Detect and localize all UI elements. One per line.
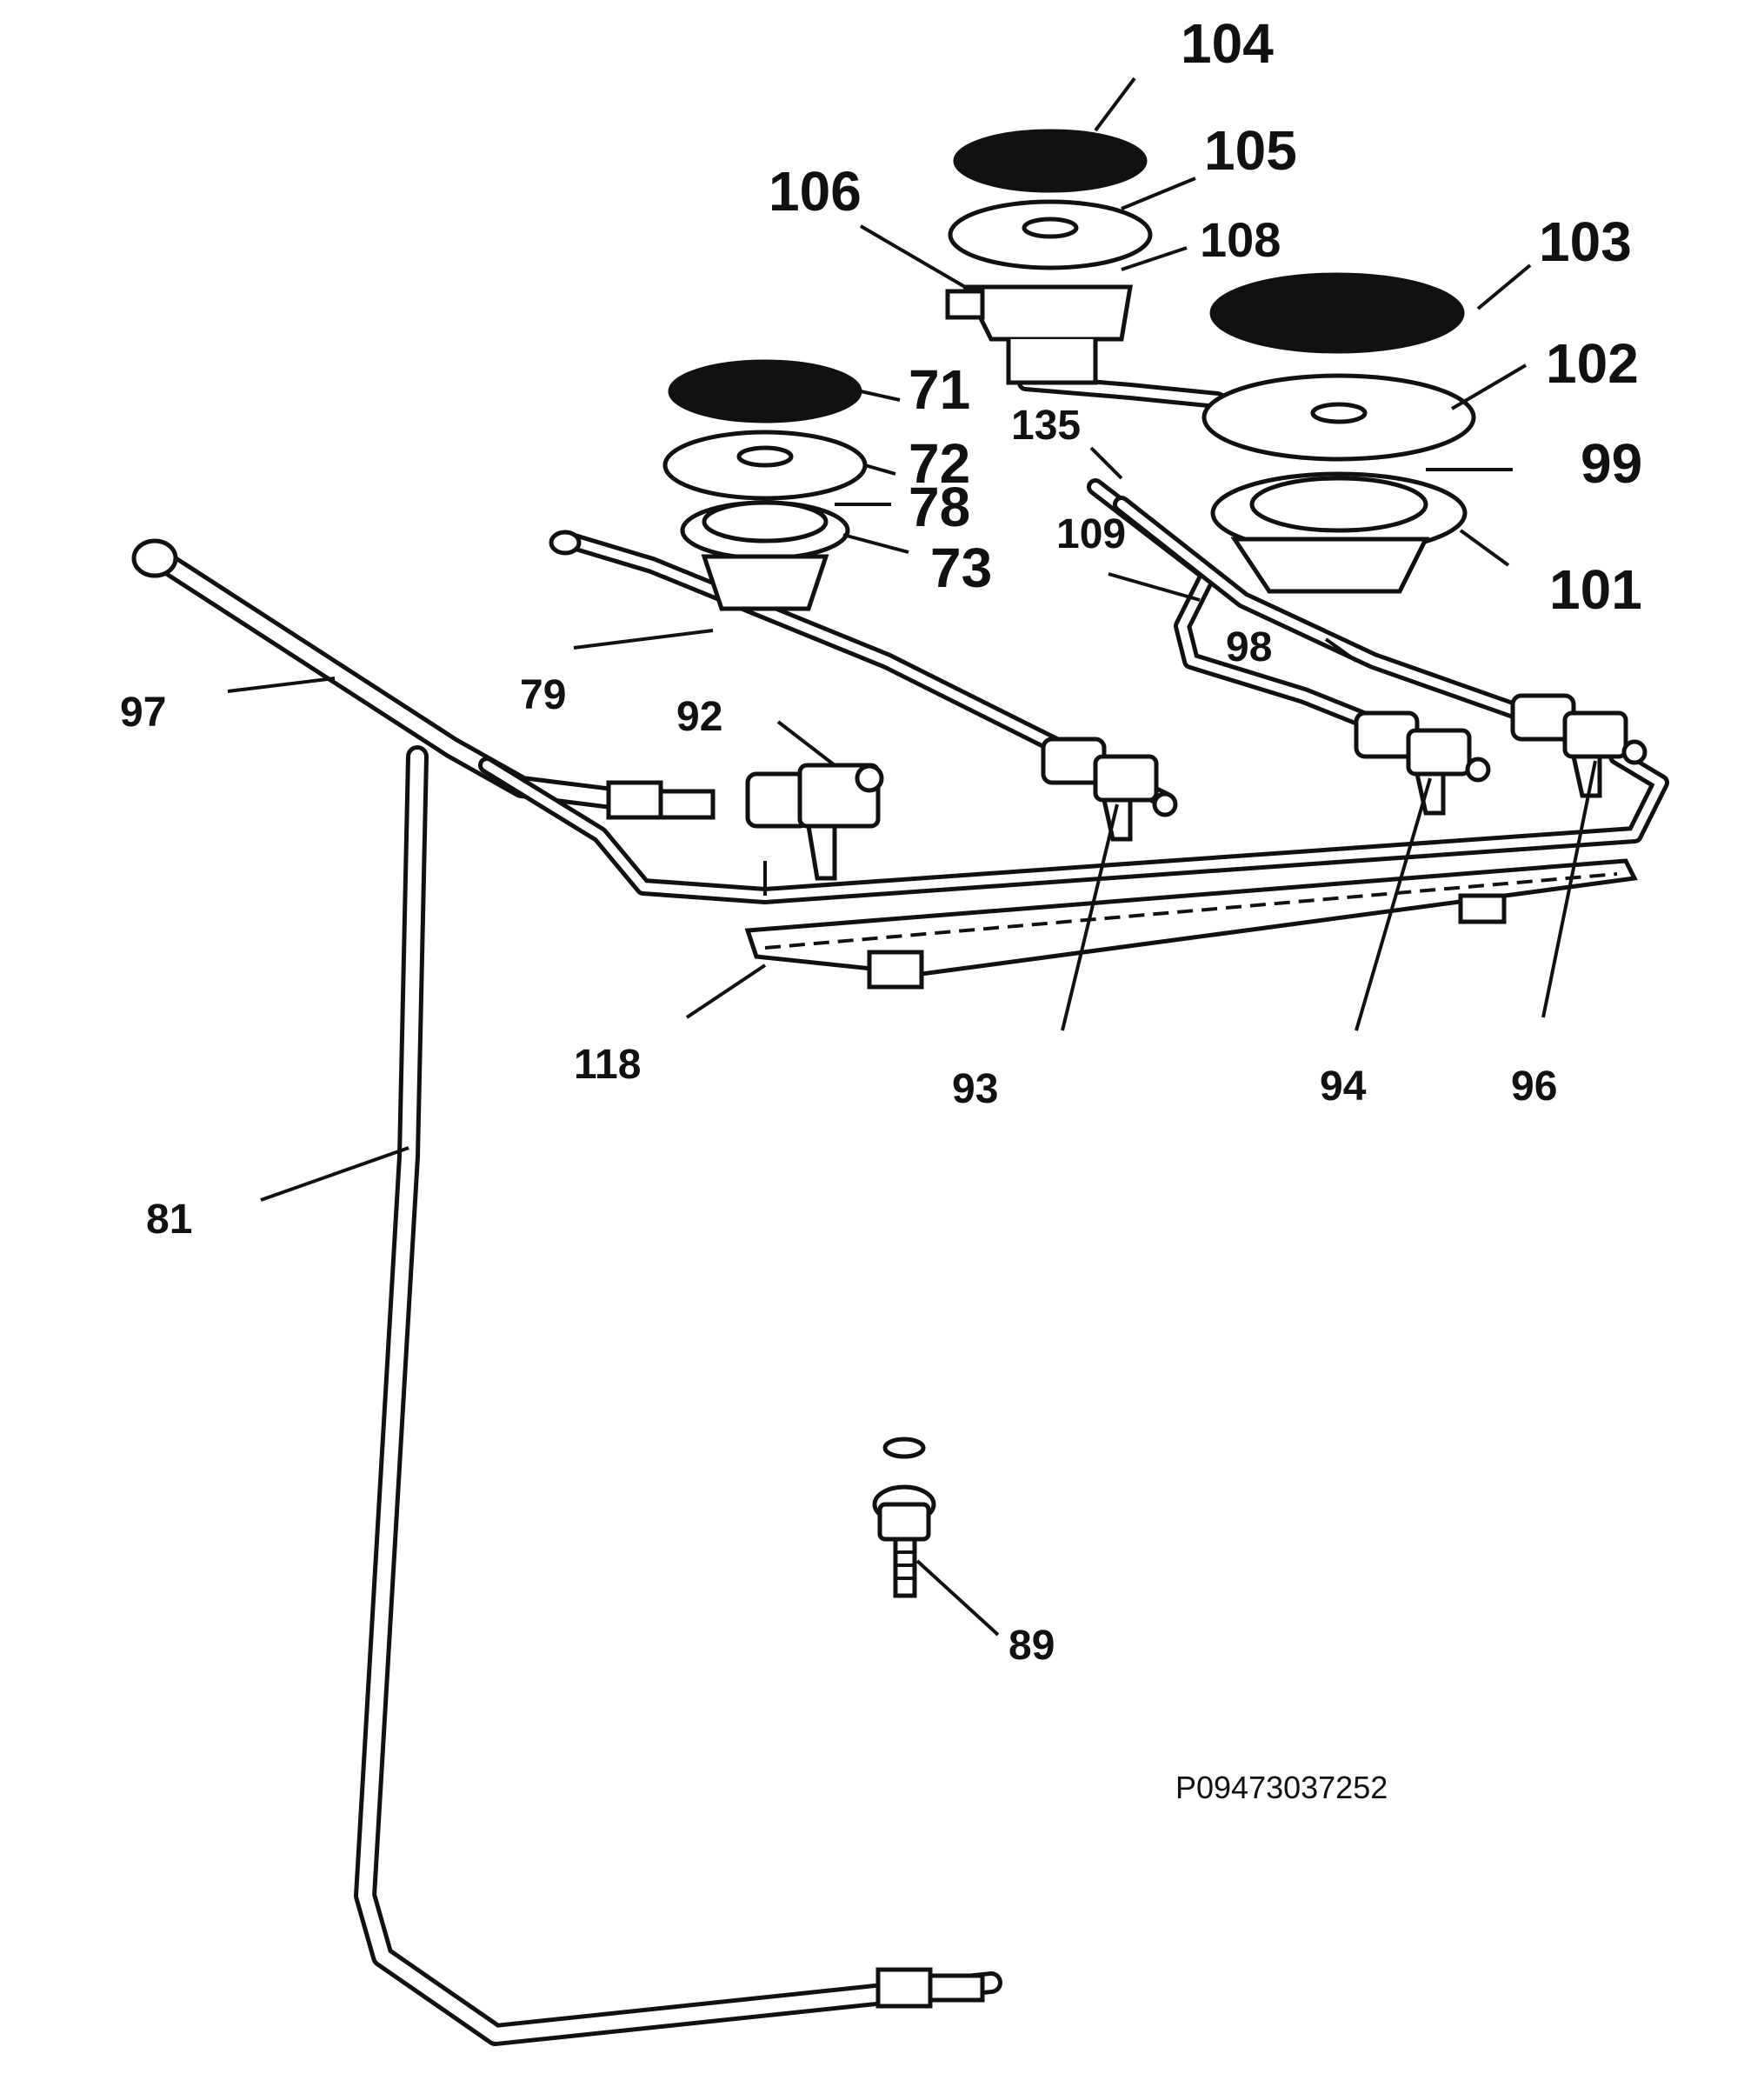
label-108: 108	[1200, 212, 1281, 267]
label-89: 89	[1008, 1623, 1055, 1669]
label-78: 78	[909, 476, 970, 538]
label-99: 99	[1581, 432, 1642, 495]
label-109: 109	[1056, 511, 1126, 557]
valve-92	[606, 763, 884, 881]
valve-94	[1354, 710, 1491, 816]
valve-96	[1510, 693, 1648, 798]
label-102: 102	[1546, 332, 1639, 395]
ignition-bar-118	[744, 858, 1638, 990]
label-92: 92	[676, 694, 722, 740]
label-106: 106	[769, 160, 862, 223]
label-118: 118	[574, 1042, 641, 1088]
manifold-assembly	[131, 339, 1669, 2046]
label-98: 98	[1226, 624, 1272, 670]
label-93: 93	[952, 1066, 998, 1112]
drawing-code: P09473037252	[1175, 1770, 1388, 1805]
label-96: 96	[1511, 1064, 1557, 1110]
label-103: 103	[1539, 210, 1632, 273]
label-81: 81	[146, 1197, 192, 1243]
burner-rear	[945, 129, 1153, 385]
leader-lines	[227, 77, 1597, 1637]
part-number-labels: 104 105 106 108 103 102 99 101 71 72 78 …	[120, 12, 1642, 1805]
label-135: 135	[1011, 403, 1081, 449]
label-101: 101	[1549, 558, 1642, 621]
label-94: 94	[1320, 1064, 1367, 1110]
label-71: 71	[909, 358, 970, 421]
burner-left	[662, 359, 868, 611]
burner-right	[1202, 272, 1476, 594]
label-72: 72	[909, 432, 970, 495]
label-79: 79	[520, 672, 566, 718]
label-105: 105	[1204, 119, 1297, 182]
label-97: 97	[120, 690, 166, 736]
label-104: 104	[1181, 12, 1274, 75]
valve-93	[1041, 737, 1178, 842]
label-73: 73	[930, 537, 992, 599]
injector-89	[872, 1437, 936, 1598]
